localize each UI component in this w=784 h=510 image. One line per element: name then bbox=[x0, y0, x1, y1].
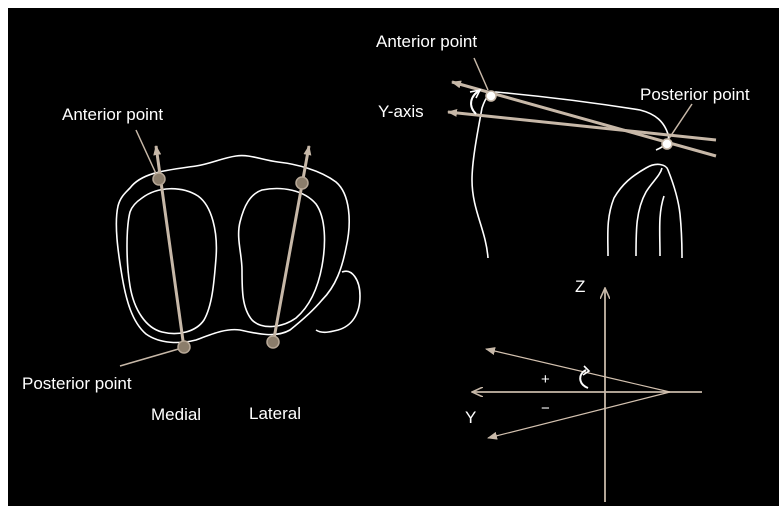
positive-rotation-ray bbox=[485, 347, 671, 393]
y-axis-arrow bbox=[447, 108, 717, 142]
y-axis-label: Y-axis bbox=[378, 102, 424, 121]
sagittal-angle-arc bbox=[470, 89, 481, 115]
rotation-arc-tip bbox=[582, 365, 591, 376]
fibular-head bbox=[315, 270, 361, 334]
tibial-plateau-outline bbox=[115, 154, 350, 344]
medial-compartment bbox=[126, 187, 218, 335]
fibula-outline bbox=[606, 163, 683, 259]
lateral-anterior-point bbox=[295, 176, 309, 190]
negative-rotation-ray bbox=[487, 391, 671, 440]
rotation-arc-icon bbox=[579, 369, 589, 389]
figure-panel bbox=[8, 8, 779, 506]
lateral-label: Lateral bbox=[249, 404, 301, 423]
posterior-leader-line bbox=[119, 347, 183, 367]
fibula-inner-line-2 bbox=[658, 195, 665, 257]
sagittal-posterior-point bbox=[661, 138, 673, 150]
fibula-inner-line bbox=[635, 167, 663, 257]
z-label: Z bbox=[575, 277, 585, 296]
sagittal-angle-arc-tip bbox=[469, 88, 482, 99]
axial-anterior-label: Anterior point bbox=[62, 105, 163, 124]
axes-diagram: Z Y + − bbox=[465, 277, 702, 502]
sagittal-anterior-label: Anterior point bbox=[376, 32, 477, 51]
sagittal-view: Anterior point Posterior point Y-axis bbox=[376, 32, 750, 259]
sagittal-anterior-point bbox=[485, 90, 497, 102]
plus-sign: + bbox=[541, 371, 550, 388]
lateral-axis-line bbox=[271, 145, 312, 345]
medial-posterior-point bbox=[177, 340, 191, 354]
medial-label: Medial bbox=[151, 405, 201, 424]
y-label: Y bbox=[465, 408, 476, 427]
sagittal-posterior-leader bbox=[667, 103, 693, 141]
medial-anterior-point bbox=[152, 172, 166, 186]
sagittal-posterior-label: Posterior point bbox=[640, 85, 750, 104]
axial-posterior-label: Posterior point bbox=[22, 374, 132, 393]
minus-sign: − bbox=[541, 400, 550, 417]
lateral-posterior-point bbox=[266, 335, 280, 349]
tibia-outline bbox=[471, 91, 670, 259]
anterior-leader-line bbox=[135, 129, 159, 179]
sagittal-anterior-leader bbox=[473, 57, 489, 91]
axial-view: Anterior point Posterior point Medial La… bbox=[22, 105, 361, 424]
lateral-compartment bbox=[237, 187, 326, 328]
